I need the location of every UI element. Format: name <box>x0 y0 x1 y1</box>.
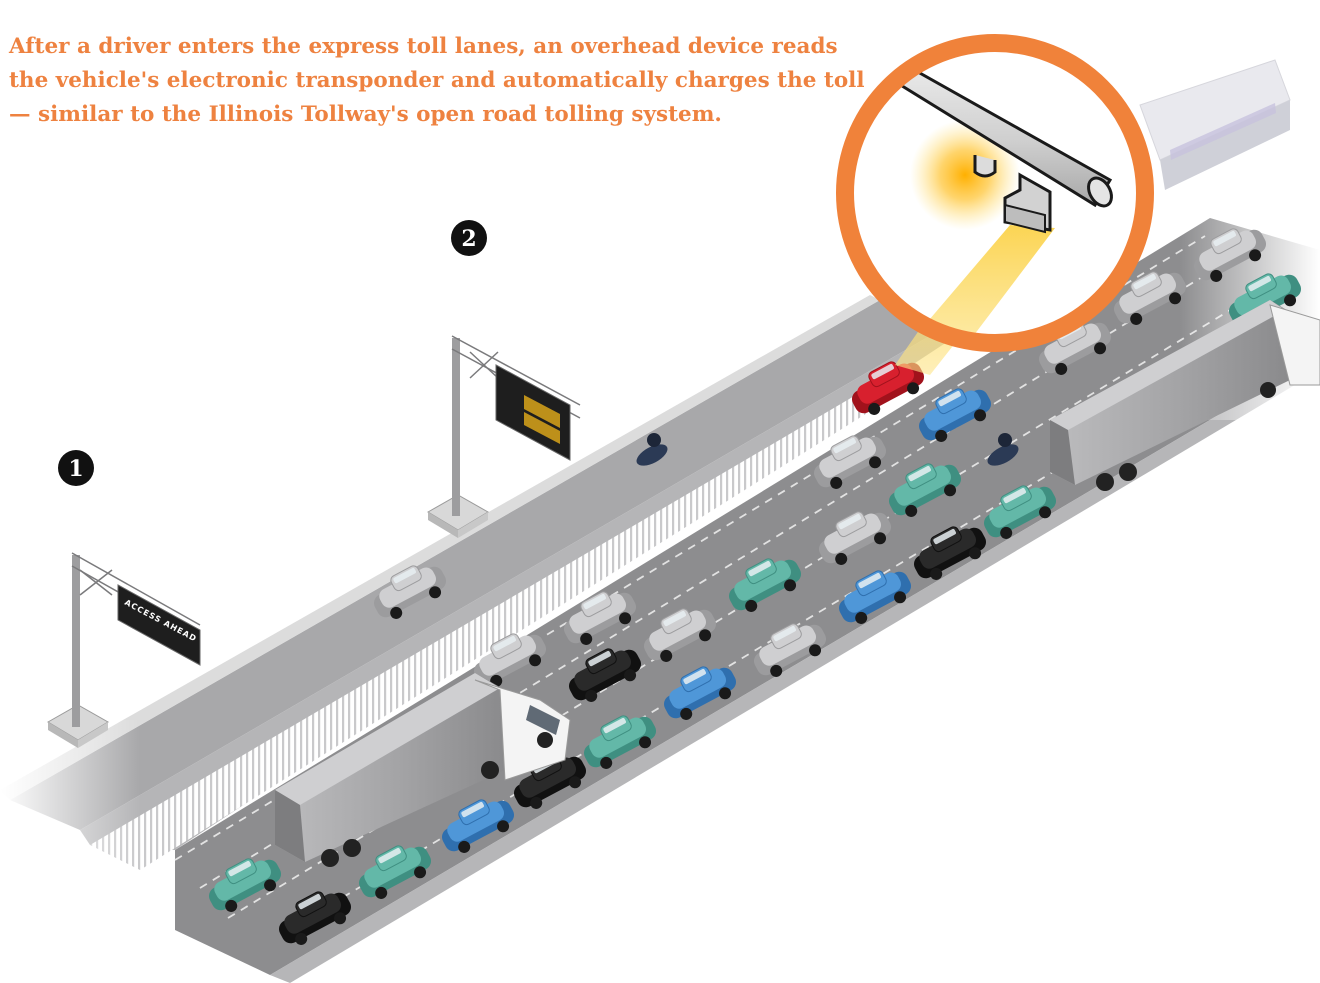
car <box>643 608 717 662</box>
gantry-sign-2 <box>427 335 581 538</box>
car <box>358 845 432 899</box>
car <box>583 715 657 769</box>
car <box>1113 271 1187 325</box>
car <box>568 648 642 702</box>
car <box>563 591 637 645</box>
car <box>373 565 447 619</box>
red-car <box>851 361 925 415</box>
step-marker-1: 1 <box>58 450 94 486</box>
svg-text:2: 2 <box>461 226 476 252</box>
car <box>1193 228 1267 282</box>
car <box>983 485 1057 539</box>
overhead-gantry-pipe <box>857 43 1113 208</box>
transponder-reader-icon <box>973 155 1052 234</box>
car <box>888 463 962 517</box>
step-marker-2: 2 <box>451 220 487 256</box>
car <box>473 633 547 687</box>
car <box>663 666 737 720</box>
callout-magnifier <box>836 34 1154 352</box>
express-lane <box>0 295 950 870</box>
car <box>913 526 987 580</box>
motorcycle-general <box>987 433 1019 466</box>
car <box>441 799 515 853</box>
train <box>1139 59 1291 190</box>
caption: After a driver enters the express toll l… <box>9 34 865 127</box>
car <box>728 558 802 612</box>
car <box>813 435 887 489</box>
car <box>818 511 892 565</box>
truck-rear <box>1050 300 1320 491</box>
motorcycle-express <box>636 433 668 466</box>
svg-text:1: 1 <box>68 456 83 482</box>
truck-front <box>275 673 571 867</box>
car <box>278 891 352 945</box>
car <box>838 570 912 624</box>
car <box>208 858 282 912</box>
car <box>918 388 992 442</box>
vehicles <box>208 228 1302 945</box>
car <box>753 623 827 677</box>
